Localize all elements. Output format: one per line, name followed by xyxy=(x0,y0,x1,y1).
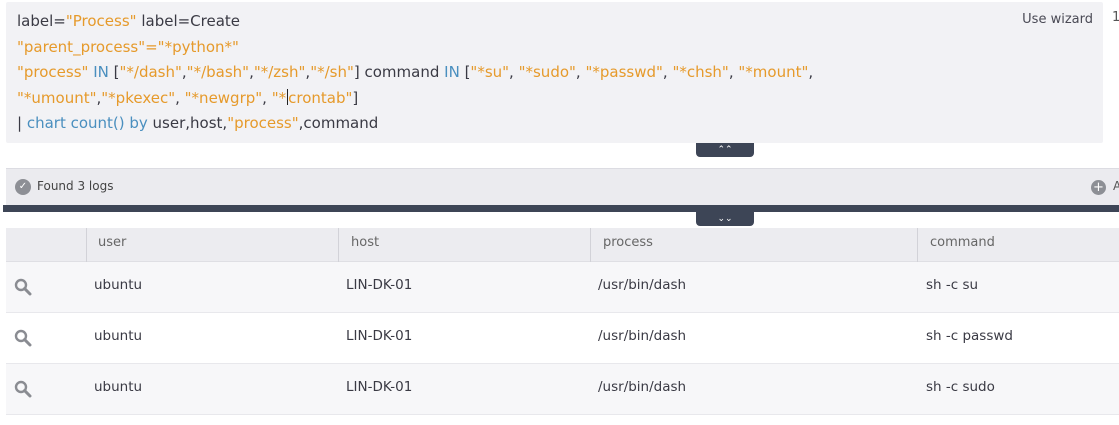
results-table: user host process command ubuntu LIN-DK-… xyxy=(6,228,1119,415)
results-summary-bar: ✓ Found 3 logs + A xyxy=(6,168,1119,205)
query-string-token: "*chsh" xyxy=(672,63,729,82)
query-string-token: "*/zsh" xyxy=(253,63,306,82)
cut-off-label: 1 xyxy=(1112,10,1119,25)
query-token: , xyxy=(305,63,311,82)
query-line: label="Process" label=Create xyxy=(17,9,813,35)
query-line: | chart count() by user,host,"process",c… xyxy=(17,111,813,137)
chevron-double-up-icon: ⌃⌃ xyxy=(717,145,733,155)
query-string-token: "*/sh" xyxy=(310,63,354,82)
query-keyword-token: chart count() by xyxy=(26,114,148,133)
query-token: , xyxy=(96,88,102,107)
query-token: label= xyxy=(17,12,66,30)
magnifier-icon[interactable] xyxy=(14,278,32,296)
table-header: user host process command xyxy=(6,228,1119,262)
query-string-token: "Process" xyxy=(65,12,137,30)
query-token: label=Create xyxy=(136,12,241,30)
query-string-token: "*mount" xyxy=(738,63,809,82)
query-string-token: "*sudo" xyxy=(518,63,576,82)
column-separator xyxy=(86,228,87,262)
query-token: , xyxy=(175,88,185,107)
query-string-token: "*/dash" xyxy=(119,63,182,82)
query-string-token: "parent_process"="*python*" xyxy=(17,37,239,56)
cell-user: ubuntu xyxy=(94,379,143,395)
table-row[interactable]: ubuntu LIN-DK-01 /usr/bin/dash sh -c su xyxy=(6,262,1119,313)
magnifier-icon[interactable] xyxy=(14,380,32,398)
query-token: , xyxy=(181,63,187,82)
query-token: [ xyxy=(464,63,471,82)
query-line: "*umount","*pkexec", "*newgrp", "*cronta… xyxy=(17,86,813,112)
query-string-token: "*passwd" xyxy=(585,63,663,82)
text-cursor xyxy=(286,88,288,105)
table-body: ubuntu LIN-DK-01 /usr/bin/dash sh -c su … xyxy=(6,262,1119,415)
cell-host: LIN-DK-01 xyxy=(346,277,413,293)
cell-process: /usr/bin/dash xyxy=(598,328,687,344)
query-string-token: "*/bash" xyxy=(186,63,250,82)
column-separator xyxy=(590,228,591,262)
query-keyword-token: IN xyxy=(444,63,465,82)
query-keyword-token: IN xyxy=(88,63,114,82)
cell-host: LIN-DK-01 xyxy=(346,379,413,395)
results-divider[interactable] xyxy=(3,205,1119,212)
query-token: , xyxy=(808,63,814,82)
query-token: , xyxy=(728,63,739,82)
query-token: , xyxy=(509,63,519,82)
magnifier-icon[interactable] xyxy=(14,329,32,347)
query-token: ,command xyxy=(298,114,379,133)
column-header-user[interactable]: user xyxy=(98,235,127,250)
query-string-token: "*newgrp" xyxy=(184,88,263,107)
query-string-token: "process" xyxy=(17,63,89,82)
column-header-host[interactable]: host xyxy=(351,235,380,250)
column-separator xyxy=(338,228,339,262)
cell-process: /usr/bin/dash xyxy=(598,277,687,293)
cell-host: LIN-DK-01 xyxy=(346,328,413,344)
check-circle-icon: ✓ xyxy=(15,179,31,195)
query-token: , xyxy=(262,88,272,107)
query-token: , xyxy=(249,63,254,82)
use-wizard-link[interactable]: Use wizard xyxy=(1022,12,1093,27)
query-token: user,host, xyxy=(147,114,228,133)
query-string-token: "* xyxy=(271,88,287,107)
found-logs-count: Found 3 logs xyxy=(37,179,114,193)
cell-command: sh -c su xyxy=(926,277,979,293)
column-header-process[interactable]: process xyxy=(603,235,653,250)
query-string-token: crontab" xyxy=(288,88,353,107)
query-line: "parent_process"="*python*" xyxy=(17,35,813,61)
query-string-token: "*su" xyxy=(470,63,510,82)
query-token: , xyxy=(575,63,586,82)
cell-process: /usr/bin/dash xyxy=(598,379,687,395)
plus-circle-icon[interactable]: + xyxy=(1091,180,1106,195)
query-string-token: "*umount" xyxy=(17,88,97,107)
collapse-editor-button[interactable]: ⌃⌃ xyxy=(696,143,754,157)
cell-user: ubuntu xyxy=(94,277,143,293)
column-separator xyxy=(917,228,918,262)
column-header-command[interactable]: command xyxy=(930,235,995,250)
expand-results-button[interactable]: ⌄⌄ xyxy=(696,212,754,226)
cell-command: sh -c sudo xyxy=(926,379,995,395)
cell-command: sh -c passwd xyxy=(926,328,1013,344)
query-token: ] command xyxy=(353,63,445,82)
table-row[interactable]: ubuntu LIN-DK-01 /usr/bin/dash sh -c pas… xyxy=(6,313,1119,364)
query-string-token: "process" xyxy=(227,114,299,133)
table-row[interactable]: ubuntu LIN-DK-01 /usr/bin/dash sh -c sud… xyxy=(6,364,1119,415)
chevron-double-down-icon: ⌄⌄ xyxy=(717,214,733,224)
query-editor[interactable]: label="Process" label=Create "parent_proc… xyxy=(6,2,1103,143)
cut-off-action-label: A xyxy=(1113,179,1119,193)
query-line: "process" IN ["*/dash","*/bash","*/zsh",… xyxy=(17,60,813,86)
query-token: [ xyxy=(113,63,120,82)
query-token: , xyxy=(662,63,673,82)
query-text[interactable]: label="Process" label=Create "parent_proc… xyxy=(17,9,813,137)
cell-user: ubuntu xyxy=(94,328,143,344)
query-token: | xyxy=(17,114,27,133)
query-token: ] xyxy=(352,88,359,107)
query-string-token: "*pkexec" xyxy=(101,88,176,107)
